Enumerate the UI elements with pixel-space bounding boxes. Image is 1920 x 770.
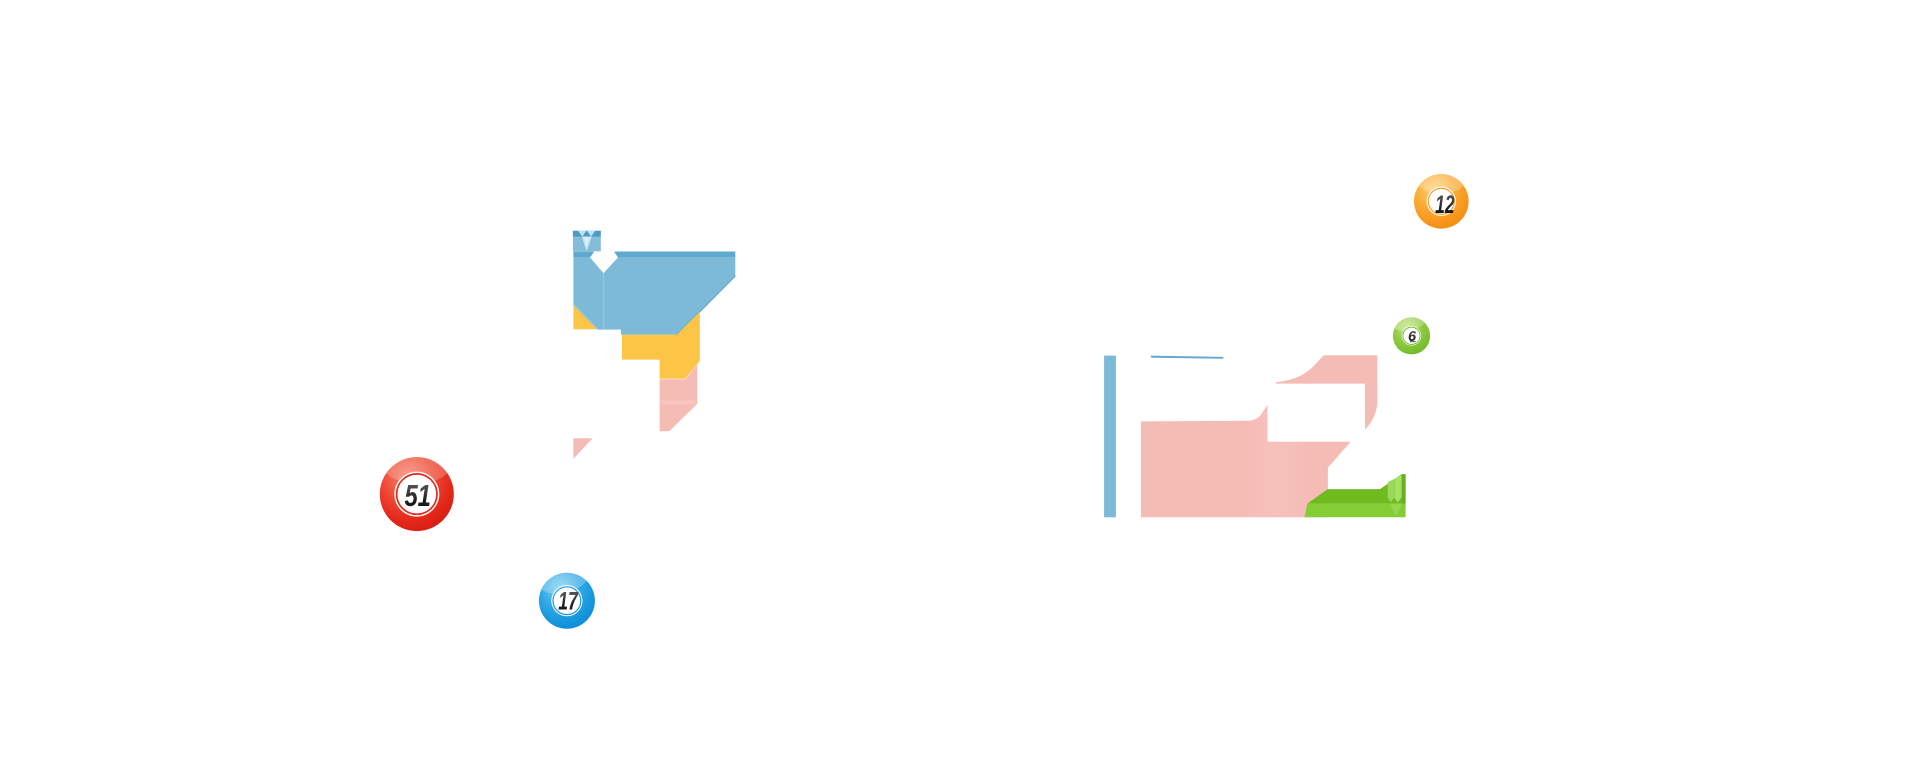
svg-text:12: 12 (1435, 191, 1455, 219)
svg-text:51: 51 (404, 479, 431, 513)
svg-text:17: 17 (558, 587, 578, 615)
svg-text:6: 6 (1408, 329, 1417, 345)
